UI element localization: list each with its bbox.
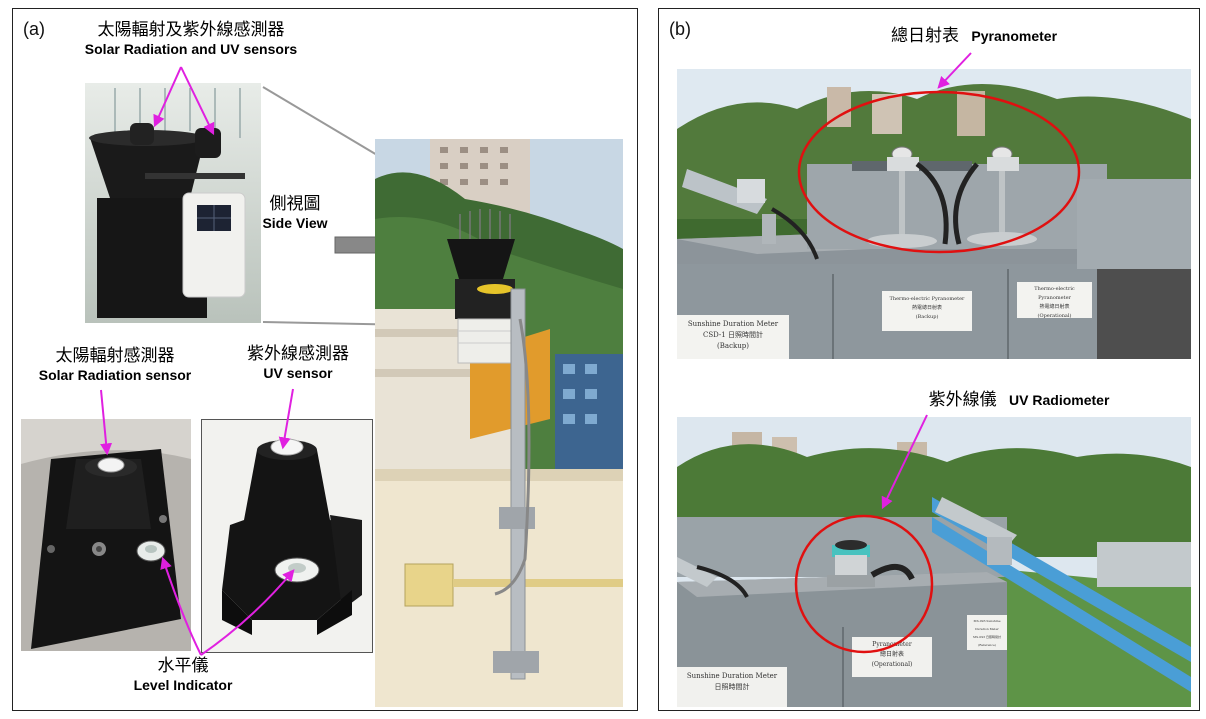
pyranometer-zh: 總日射表 [890,26,959,46]
sign-text: (Backup) [915,314,939,320]
pyranometer-en: Pyranometer [971,28,1058,44]
panel-a: (a) 太陽輻射及紫外線感測器 Solar Radiation and UV s… [12,8,638,711]
top-caption-en: Solar Radiation and UV sensors [84,40,298,57]
panel-b-label: (b) [669,19,691,39]
sign-text: (Operational) [1037,313,1072,319]
bottom-sign-reference: MS-093 Sunshine Duration Meter MS-093 日照… [968,617,1006,649]
installation-photo [375,139,623,707]
sign-text: (Operational) [871,661,913,668]
sign-text: 總日射表 [879,651,904,658]
uv-radiometer-en: UV Radiometer [1009,392,1110,408]
uv-radiometer-caption: 紫外線儀 UV Radiometer [899,390,1139,411]
pyranometer-photo: Sunshine Duration Meter CSD-1 日照時間計 (Bac… [677,69,1191,359]
top-sign-sunshine: Sunshine Duration Meter CSD-1 日照時間計 (Bac… [679,319,787,352]
sign-text: 熱電總日射表 [911,305,942,311]
top-caption-zh: 太陽輻射及紫外線感測器 [97,20,285,40]
sign-text: 熱電總日射表 [1039,304,1070,310]
level-indicator-en: Level Indicator [133,676,233,693]
uv-sensor-caption: 紫外線感測器 UV sensor [213,344,383,381]
side-view-caption: 側視圖 Side View [245,194,345,231]
sign-text: (Backup) [717,342,749,350]
panel-a-label: (a) [23,19,45,39]
sign-text: Sunshine Duration Meter [686,672,778,680]
solar-radiation-zh: 太陽輻射感測器 [55,346,175,366]
solar-radiation-sensor-photo [21,419,191,651]
level-indicator-zh: 水平儀 [157,656,209,676]
uv-radiometer-zh: 紫外線儀 [928,390,997,410]
bottom-sign-pyranometer: Pyranometer 總日射表 (Operational) [853,640,931,670]
solar-radiation-caption: 太陽輻射感測器 Solar Radiation sensor [15,346,215,383]
sign-text: Thermo-electric Pyranometer [1034,286,1075,301]
solar-radiation-en: Solar Radiation sensor [38,366,192,383]
uv-radiometer-photo: Sunshine Duration Meter 日照時間計 Pyranomete… [677,417,1191,707]
sign-text: 日照時間計 [714,683,750,691]
top-sign-pyranometer-operational: Thermo-electric Pyranometer 熱電總日射表 (Oper… [1018,285,1091,321]
uv-sensor-photo [201,419,373,653]
top-caption: 太陽輻射及紫外線感測器 Solar Radiation and UV senso… [71,20,311,57]
uv-sensor-en: UV sensor [263,364,333,381]
sign-text: Pyranometer [872,641,912,648]
sign-text: MS-093 Sunshine Duration Meter [973,619,1001,631]
pyranometer-caption: 總日射表 Pyranometer [859,26,1089,47]
side-view-en: Side View [262,214,328,231]
bottom-sign-sunshine: Sunshine Duration Meter 日照時間計 [679,671,785,693]
sign-text: Thermo-electric Pyranometer [889,296,965,302]
side-view-zh: 側視圖 [269,194,321,214]
top-sign-pyranometer-backup: Thermo-electric Pyranometer 熱電總日射表 (Back… [883,295,971,322]
sensor-closeup-photo [85,83,261,323]
sign-text: (Reference) [978,643,996,647]
uv-sensor-zh: 紫外線感測器 [247,344,349,364]
panel-b: (b) 總日射表 Pyranometer [658,8,1200,711]
sign-text: CSD-1 日照時間計 [703,331,763,339]
sign-text: MS-093 日照時間計 [973,635,1001,639]
sign-text: Sunshine Duration Meter [687,320,779,328]
level-indicator-caption: 水平儀 Level Indicator [113,656,253,693]
